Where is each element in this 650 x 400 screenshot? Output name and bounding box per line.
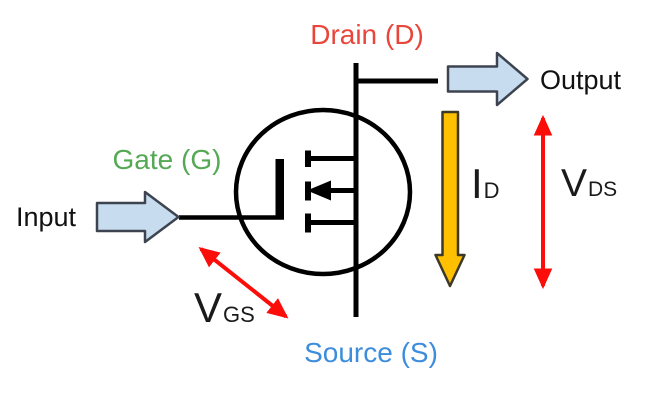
output-label: Output [540,64,622,95]
vgs-subscript: GS [223,302,255,327]
source-label: Source (S) [304,337,438,368]
drain-current-label: I D [471,163,500,205]
vgs-label: V GS [194,287,255,329]
vds-symbol: V [561,162,588,205]
gate-label: Gate (G) [112,144,222,175]
input-label: Input [16,201,77,232]
channel-segment-mid [305,181,311,201]
vgs-symbol: V [194,284,223,331]
input-arrow-icon [95,190,180,244]
drain-label: Drain (D) [310,19,424,50]
transistor-circle [233,107,413,277]
gate-plate [275,159,284,218]
vgs-double-arrow-icon [198,247,289,319]
output-arrow-icon [446,51,529,107]
vds-label: V DS [561,164,617,203]
body-arrowhead-icon [307,180,331,201]
vds-subscript: DS [588,178,618,201]
drain-current-subscript: D [483,178,500,203]
drain-current-arrow-icon [434,110,466,288]
mosfet-symbol [179,63,438,317]
drain-current-symbol: I [471,160,483,207]
